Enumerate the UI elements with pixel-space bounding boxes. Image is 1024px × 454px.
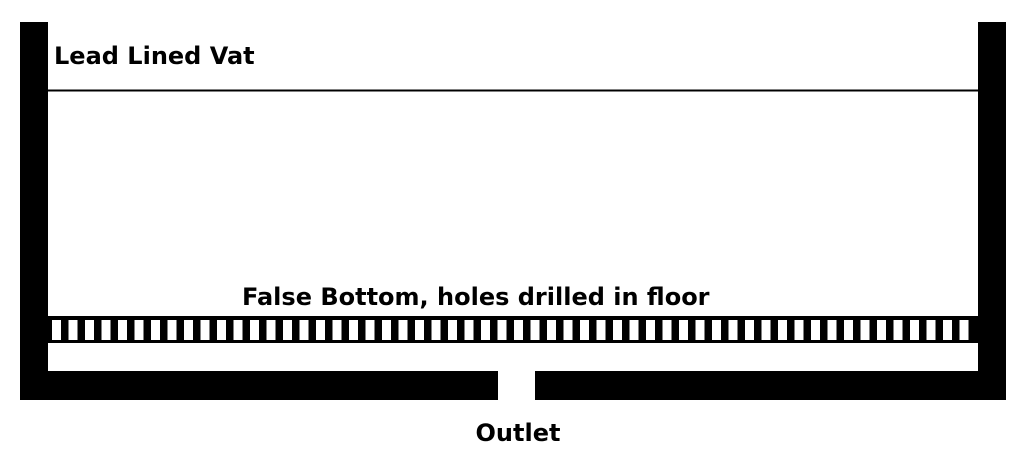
false-bottom-hole	[250, 320, 259, 340]
false-bottom-hole	[266, 320, 276, 340]
false-bottom-hole	[679, 320, 688, 340]
false-bottom-hole	[365, 320, 375, 340]
false-bottom-hole	[794, 320, 804, 340]
false-bottom-hole	[167, 320, 177, 340]
false-bottom-hole	[778, 320, 787, 340]
false-bottom-hole	[431, 320, 441, 340]
false-bottom-hole	[943, 320, 952, 340]
false-bottom-hole	[547, 320, 556, 340]
false-bottom-hole	[745, 320, 754, 340]
false-bottom-hole	[514, 320, 523, 340]
vat-floor-left	[20, 371, 498, 400]
false-bottom-hole	[613, 320, 622, 340]
false-bottom-hole	[497, 320, 507, 340]
false-bottom-hole	[184, 320, 193, 340]
false-bottom-hole	[893, 320, 903, 340]
false-bottom-hole	[217, 320, 226, 340]
false-bottom-holes	[52, 320, 969, 340]
false-bottom-hole	[464, 320, 474, 340]
false-bottom-hole	[85, 320, 94, 340]
false-bottom-hole	[646, 320, 655, 340]
false-bottom-hole	[332, 320, 342, 340]
false-bottom-hole	[52, 320, 61, 340]
false-bottom-hole	[349, 320, 358, 340]
false-bottom-hole	[415, 320, 424, 340]
false-bottom-hole	[712, 320, 721, 340]
false-bottom-hole	[926, 320, 936, 340]
false-bottom-hole	[629, 320, 639, 340]
false-bottom-label: False Bottom, holes drilled in floor	[242, 283, 710, 311]
false-bottom-hole	[761, 320, 771, 340]
false-bottom-hole	[877, 320, 886, 340]
false-bottom-hole	[827, 320, 837, 340]
false-bottom-hole	[299, 320, 309, 340]
false-bottom-hole	[910, 320, 919, 340]
false-bottom-hole	[563, 320, 573, 340]
false-bottom-hole	[118, 320, 127, 340]
false-bottom-hole	[530, 320, 540, 340]
false-bottom-hole	[382, 320, 391, 340]
false-bottom-hole	[101, 320, 111, 340]
false-bottom-hole	[283, 320, 292, 340]
vat-label: Lead Lined Vat	[54, 42, 255, 70]
false-bottom-hole	[200, 320, 210, 340]
false-bottom-hole	[596, 320, 606, 340]
vat-left-wall	[20, 22, 48, 400]
false-bottom-hole	[316, 320, 325, 340]
false-bottom-hole	[959, 320, 969, 340]
vat-floor-right	[535, 371, 1006, 400]
false-bottom-hole	[448, 320, 457, 340]
false-bottom-hole	[68, 320, 78, 340]
false-bottom-hole	[695, 320, 705, 340]
false-bottom-hole	[580, 320, 589, 340]
outlet-label: Outlet	[476, 419, 561, 447]
false-bottom-plate	[48, 316, 978, 343]
false-bottom-hole	[811, 320, 820, 340]
false-bottom-hole	[151, 320, 160, 340]
false-bottom-hole	[481, 320, 490, 340]
false-bottom-hole	[860, 320, 870, 340]
vat-right-wall	[978, 22, 1006, 400]
false-bottom-hole	[233, 320, 243, 340]
false-bottom-hole	[728, 320, 738, 340]
false-bottom-hole	[844, 320, 853, 340]
false-bottom-hole	[662, 320, 672, 340]
false-bottom-hole	[398, 320, 408, 340]
false-bottom-hole	[134, 320, 144, 340]
